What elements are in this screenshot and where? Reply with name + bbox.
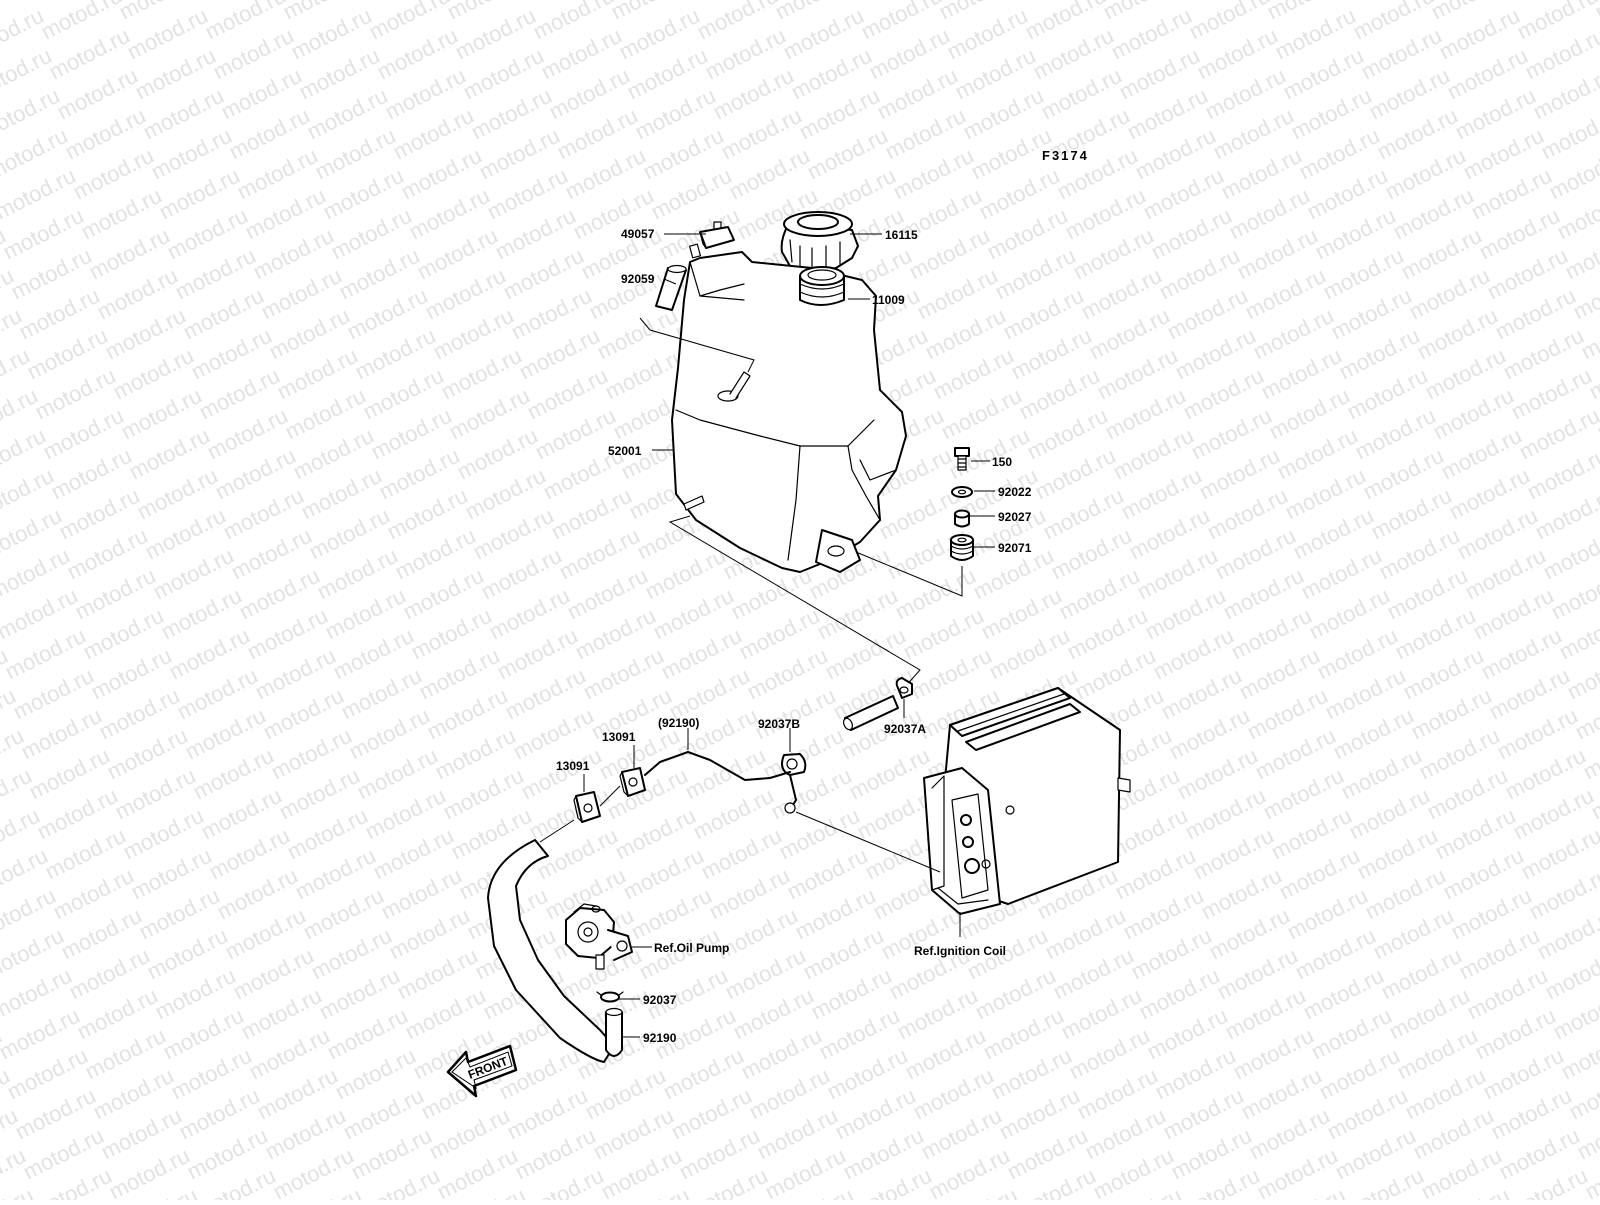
oil-pipe-ref[interactable] <box>644 751 791 781</box>
hose-clip-a-part[interactable] <box>895 677 913 699</box>
clamp-link <box>599 785 621 807</box>
label-150: 150 <box>992 455 1012 469</box>
label-92190-ref: (92190) <box>658 716 699 730</box>
label-92190: 92190 <box>643 1031 677 1045</box>
label-16115: 16115 <box>885 228 918 242</box>
clamp-lower-part[interactable] <box>573 791 601 823</box>
oil-pump-ref[interactable] <box>565 903 633 970</box>
short-hose-part[interactable] <box>842 695 899 731</box>
grommet-part[interactable] <box>950 534 974 561</box>
label-92022: 92022 <box>998 485 1032 499</box>
label-52001: 52001 <box>608 444 642 458</box>
label-92037A: 92037A <box>884 722 926 736</box>
watermark-text: motod.ru <box>0 1183 38 1200</box>
breather-valve-part[interactable] <box>688 221 735 259</box>
label-92037B: 92037B <box>758 717 800 731</box>
label-ignition-coil: Ref.Ignition Coil <box>914 944 1006 958</box>
label-11009: 11009 <box>872 293 905 307</box>
label-92037: 92037 <box>643 993 677 1007</box>
label-13091-lower: 13091 <box>556 759 590 773</box>
hose-clip-part[interactable] <box>596 991 624 1003</box>
label-92071: 92071 <box>998 541 1032 555</box>
mount-leader <box>855 551 963 597</box>
collar-part[interactable] <box>954 509 970 528</box>
breather-tube-part[interactable] <box>655 264 687 311</box>
leader-lines <box>583 233 995 1038</box>
oil-line-leader <box>668 515 921 689</box>
label-92059: 92059 <box>621 272 655 286</box>
watermark-text: motod.ru <box>1591 0 1600 24</box>
part-labels: 49057 16115 92059 11009 52001 150 92022 … <box>556 227 1032 1045</box>
label-92027: 92027 <box>998 510 1032 524</box>
oil-tank-part[interactable] <box>671 251 907 573</box>
clamp-upper-part[interactable] <box>619 767 646 797</box>
coil-link <box>795 811 941 873</box>
label-oil-pump: Ref.Oil Pump <box>654 941 729 955</box>
label-49057: 49057 <box>621 227 655 241</box>
long-hose-part[interactable] <box>487 819 623 1063</box>
hose-clip-b-part[interactable] <box>781 753 807 814</box>
figure-code: F3174 <box>1042 148 1089 163</box>
label-13091-upper: 13091 <box>602 730 636 744</box>
breather-hose-route <box>639 317 755 373</box>
washer-part[interactable] <box>951 486 973 498</box>
bolt-part[interactable] <box>954 447 970 471</box>
filler-cap-part[interactable] <box>780 211 859 273</box>
ignition-coil-ref[interactable] <box>923 687 1131 915</box>
